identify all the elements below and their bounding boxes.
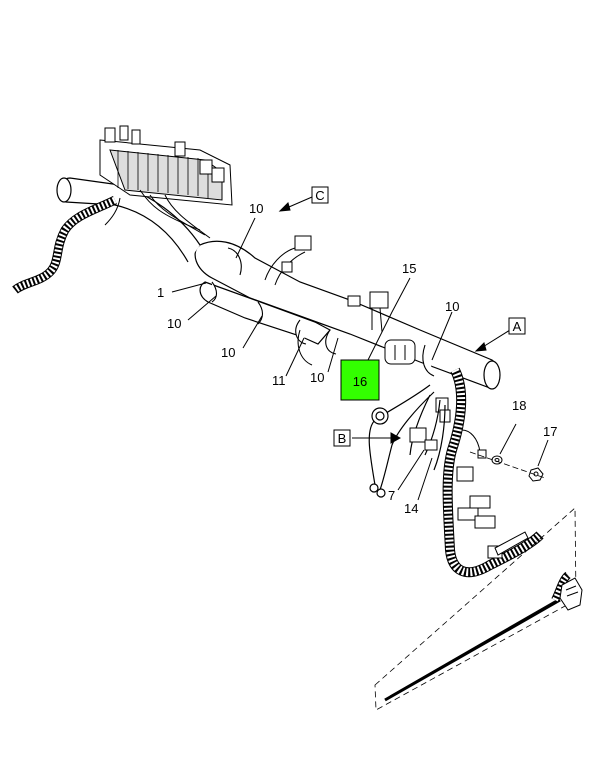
svg-text:B: B bbox=[338, 431, 347, 446]
small-tube-segment bbox=[494, 531, 529, 556]
right-drop-loom bbox=[442, 367, 544, 578]
detail-box-outline bbox=[374, 507, 577, 711]
callout-16: 16 bbox=[353, 374, 367, 389]
right-side-connectors bbox=[435, 397, 503, 559]
callout-10-right: 10 bbox=[445, 299, 459, 314]
left-corrugated-loom bbox=[12, 195, 118, 294]
relay-block bbox=[99, 125, 233, 206]
callout-10-center: 10 bbox=[310, 370, 324, 385]
svg-text:C: C bbox=[315, 188, 324, 203]
leader-lines bbox=[171, 217, 549, 501]
b-detail-connector bbox=[409, 427, 438, 451]
callout-7: 7 bbox=[388, 488, 395, 503]
view-label-b: B bbox=[333, 429, 351, 447]
callout-10-left: 10 bbox=[167, 316, 181, 331]
callout-18: 18 bbox=[512, 398, 526, 413]
callout-14: 14 bbox=[404, 501, 418, 516]
callout-15: 15 bbox=[402, 261, 416, 276]
callout-1: 1 bbox=[157, 285, 164, 300]
detail-harness bbox=[384, 571, 571, 702]
callout-10-top: 10 bbox=[249, 201, 263, 216]
relay-wires bbox=[104, 189, 211, 239]
center-connector-cluster bbox=[297, 291, 416, 366]
hardware-centerline bbox=[469, 451, 546, 479]
view-arrows bbox=[278, 196, 511, 444]
callout-11: 11 bbox=[272, 373, 286, 388]
view-label-c: C bbox=[311, 186, 329, 204]
callout-10-lower: 10 bbox=[221, 345, 235, 360]
view-label-a: A bbox=[508, 317, 526, 335]
svg-text:A: A bbox=[513, 319, 522, 334]
upper-branch-connector bbox=[264, 235, 312, 286]
ring-terminals bbox=[369, 407, 389, 498]
callout-16-highlight[interactable]: 16 bbox=[340, 359, 380, 401]
detail-connector bbox=[559, 577, 583, 611]
callout-17: 17 bbox=[543, 424, 557, 439]
nut-17 bbox=[528, 467, 544, 482]
